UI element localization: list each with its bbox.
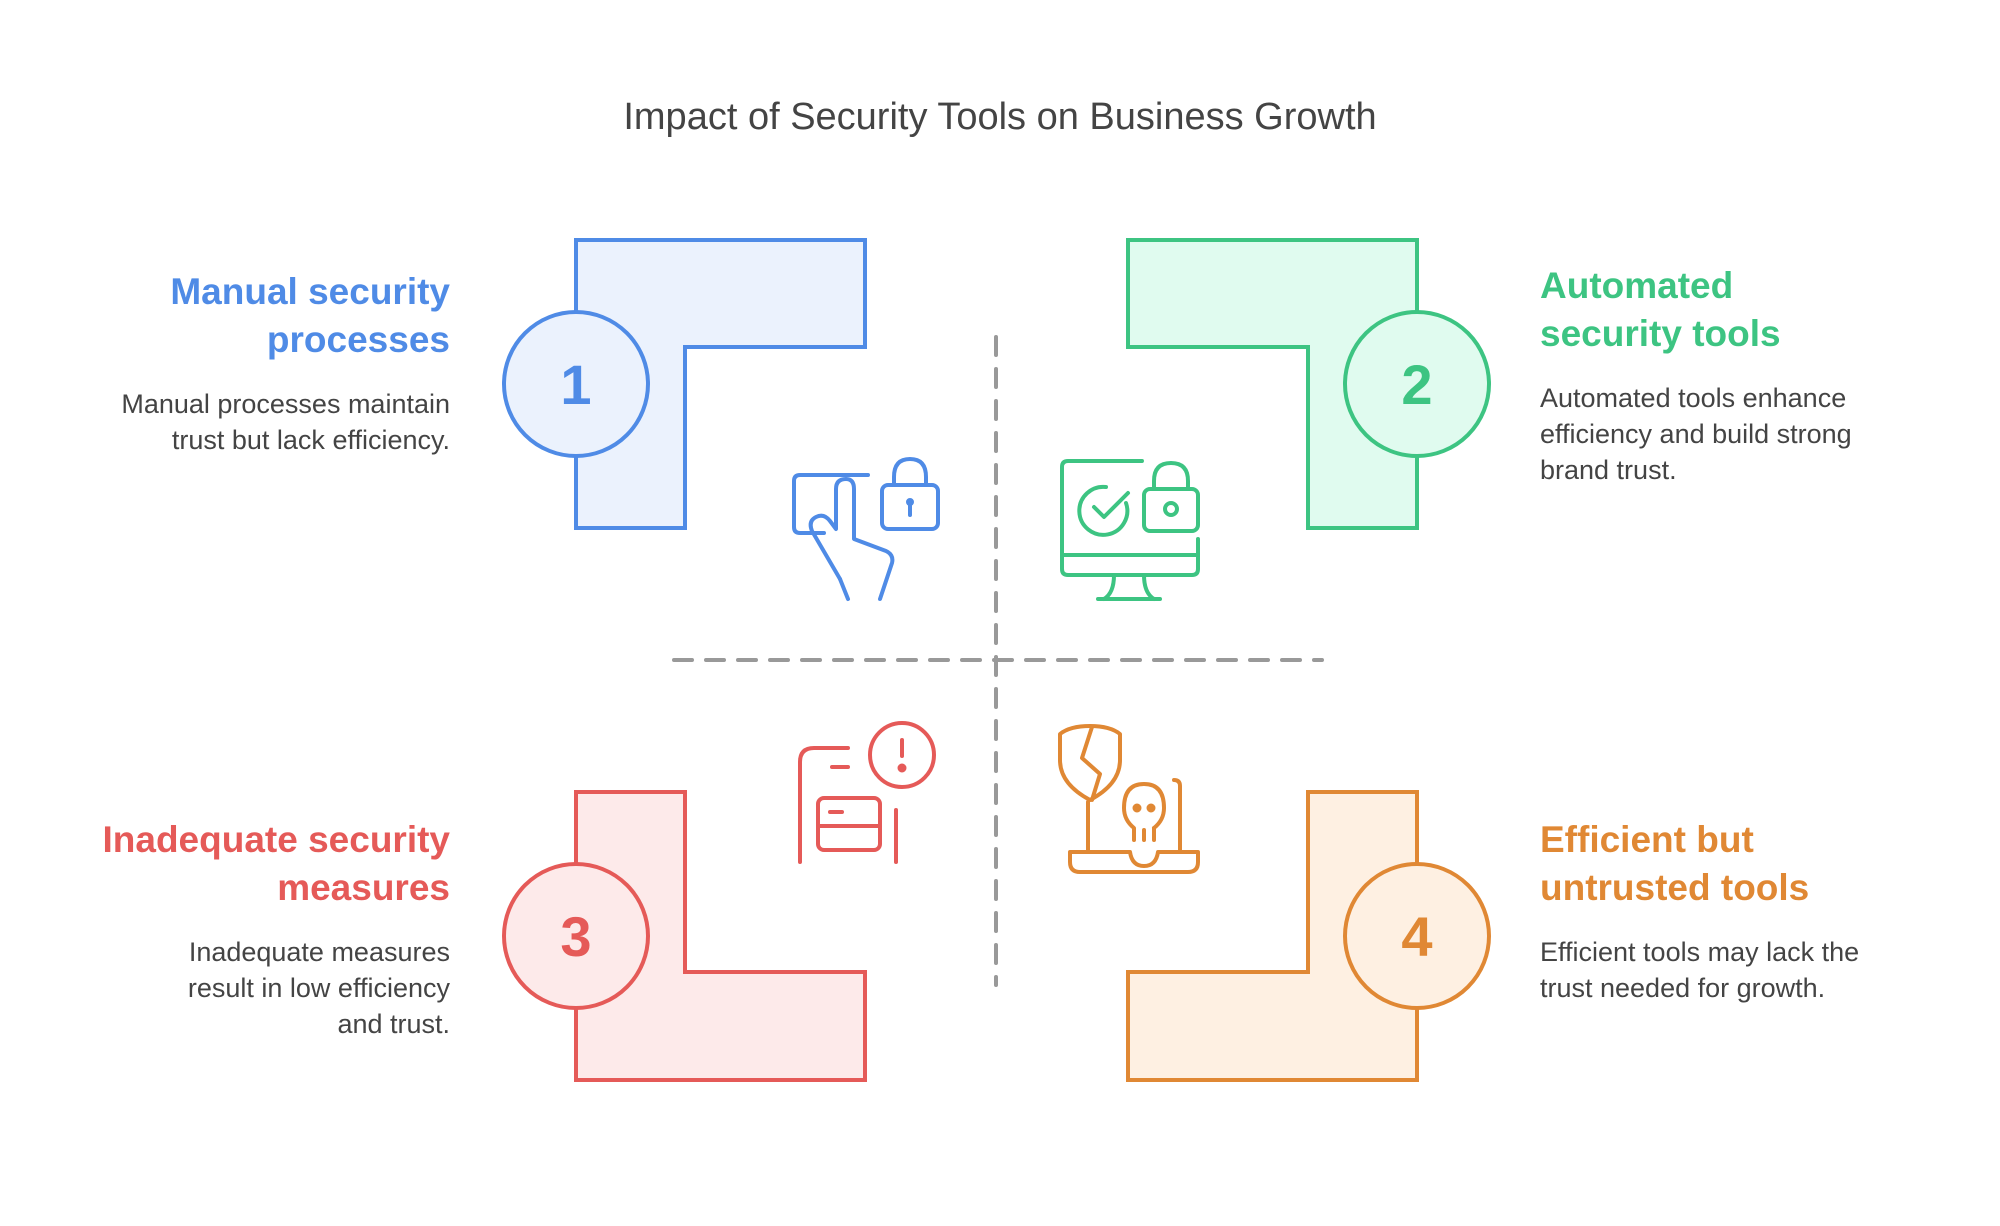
quadrant-1-description: Manual processes maintain trust but lack… xyxy=(121,389,450,455)
monitor-check-lock-icon xyxy=(1060,459,1200,601)
quadrant-1-badge xyxy=(502,310,650,458)
quadrant-2-description: Automated tools enhance efficiency and b… xyxy=(1540,383,1852,485)
quadrant-4-description: Efficient tools may lack the trust neede… xyxy=(1540,937,1860,1003)
quadrant-4-shape: 4 xyxy=(1126,790,1491,1082)
quadrant-2-heading: Automated security tools xyxy=(1540,265,1781,354)
phone-card-alert-icon xyxy=(798,721,936,864)
quadrant-1-number: 1 xyxy=(560,353,591,416)
quadrant-4-badge xyxy=(1343,862,1491,1010)
quadrant-3-description: Inadequate measures result in low effici… xyxy=(187,937,450,1039)
quadrant-3-badge xyxy=(502,862,650,1010)
quadrant-3-shape: 3 xyxy=(502,790,867,1082)
quadrant-3-heading: Inadequate security measures xyxy=(102,819,450,908)
quadrant-4-number: 4 xyxy=(1401,905,1432,968)
quadrant-1-shape: 1 xyxy=(502,238,867,530)
quadrant-2-shape: 2 xyxy=(1126,238,1491,530)
quadrant-1-heading: Manual security processes xyxy=(170,271,450,360)
diagram-title: Impact of Security Tools on Business Gro… xyxy=(623,96,1377,138)
quadrant-1-text: Manual security processes Manual process… xyxy=(120,268,450,458)
quadrant-2-text: Automated security tools Automated tools… xyxy=(1540,262,1900,488)
touch-lock-icon xyxy=(792,457,940,601)
quadrant-3-text: Inadequate security measures Inadequate … xyxy=(100,816,450,1042)
quadrant-3-number: 3 xyxy=(560,905,591,968)
quadrant-4-heading: Efficient but untrusted tools xyxy=(1540,819,1810,908)
quadrant-2-number: 2 xyxy=(1401,353,1432,416)
quadrant-4-text: Efficient but untrusted tools Efficient … xyxy=(1540,816,1870,1006)
quadrant-2-badge xyxy=(1343,310,1491,458)
broken-shield-skull-laptop-icon xyxy=(1058,724,1200,874)
